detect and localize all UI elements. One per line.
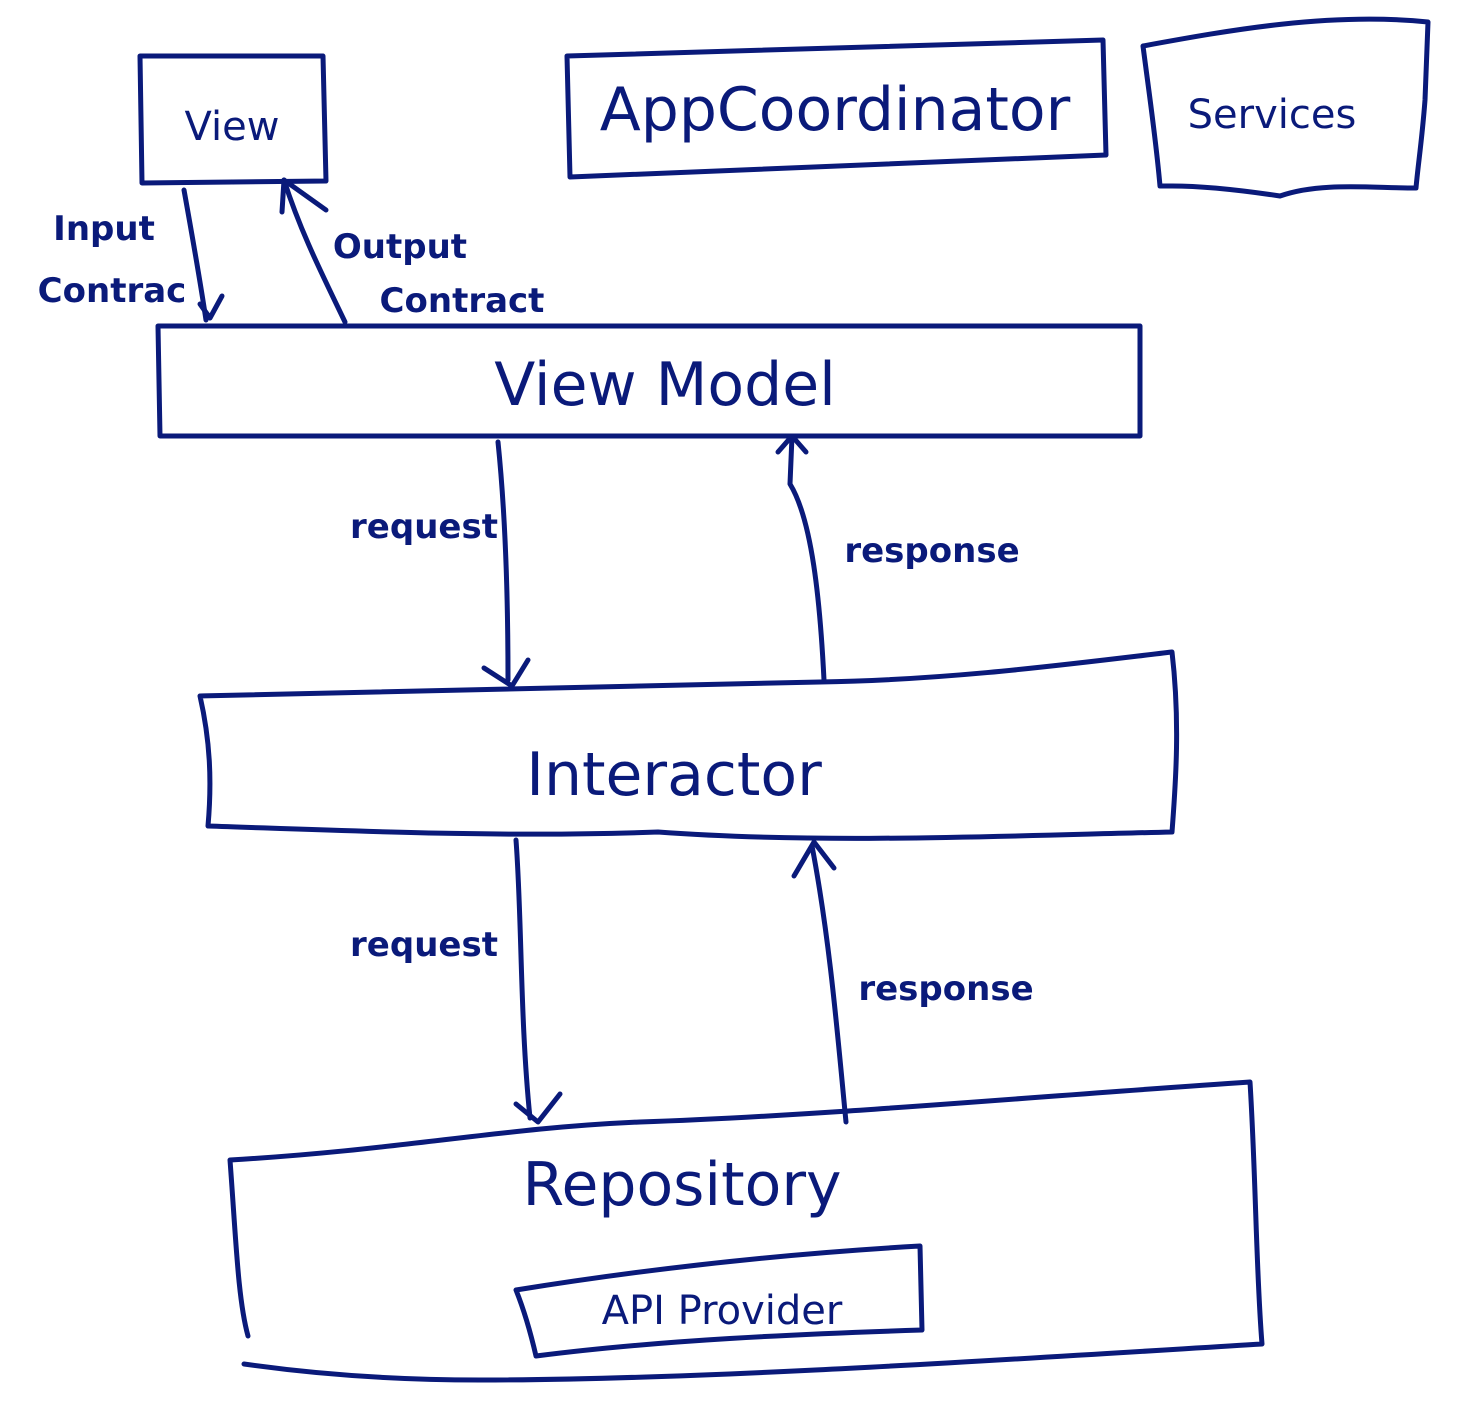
int-request-edge: request	[350, 837, 563, 1125]
repository-label: Repository	[522, 1150, 841, 1220]
vm-response-arrow	[787, 433, 827, 683]
output-contract-edge: Output Contract	[279, 177, 545, 325]
vm-request-edge: request	[350, 439, 531, 689]
int-response-edge: response	[791, 839, 1034, 1125]
output-contract-arrow	[281, 177, 348, 325]
input-contract-edge: Input Contrac	[38, 187, 225, 323]
services-label: Services	[1188, 92, 1357, 138]
view-model-node: View Model	[155, 323, 1143, 439]
app-coordinator-node: AppCoordinator	[564, 37, 1109, 180]
output-contract-arrowhead	[279, 177, 329, 215]
api-provider-node: API Provider	[513, 1243, 925, 1359]
int-request-label: request	[350, 925, 498, 965]
repository-node: Repository API Provider	[227, 1079, 1265, 1383]
interactor-box	[197, 649, 1180, 841]
vm-response-edge: response	[775, 433, 1020, 683]
output-contract-label-2: Contract	[380, 281, 545, 321]
vm-request-arrowhead	[481, 657, 531, 689]
int-request-arrow	[513, 837, 533, 1121]
vm-request-arrow	[495, 439, 511, 683]
output-contract-label-1: Output	[333, 227, 467, 267]
int-response-label: response	[858, 969, 1033, 1009]
app-coordinator-label: AppCoordinator	[600, 75, 1071, 145]
vm-response-label: response	[844, 531, 1019, 571]
input-contract-arrowhead	[197, 293, 225, 321]
int-request-arrowhead	[513, 1091, 563, 1125]
api-provider-box	[513, 1243, 925, 1359]
view-model-label: View Model	[494, 350, 836, 420]
vm-request-label: request	[350, 507, 498, 547]
repository-box	[227, 1079, 1265, 1383]
interactor-label: Interactor	[526, 740, 822, 810]
interactor-node: Interactor	[197, 649, 1180, 841]
int-response-arrow	[809, 843, 849, 1125]
view-model-box	[155, 323, 1143, 439]
int-response-arrowhead	[791, 839, 837, 879]
services-box	[1140, 16, 1431, 199]
input-contract-label-1: Input	[53, 209, 155, 249]
app-coordinator-box	[564, 37, 1109, 180]
view-label: View	[185, 104, 280, 150]
view-node: View	[137, 53, 329, 186]
view-box	[137, 53, 329, 186]
input-contract-label-2: Contrac	[38, 271, 187, 311]
services-node: Services	[1140, 16, 1431, 199]
input-contract-arrow	[181, 187, 209, 323]
api-provider-label: API Provider	[602, 1288, 843, 1334]
vm-response-arrowhead	[775, 433, 809, 455]
